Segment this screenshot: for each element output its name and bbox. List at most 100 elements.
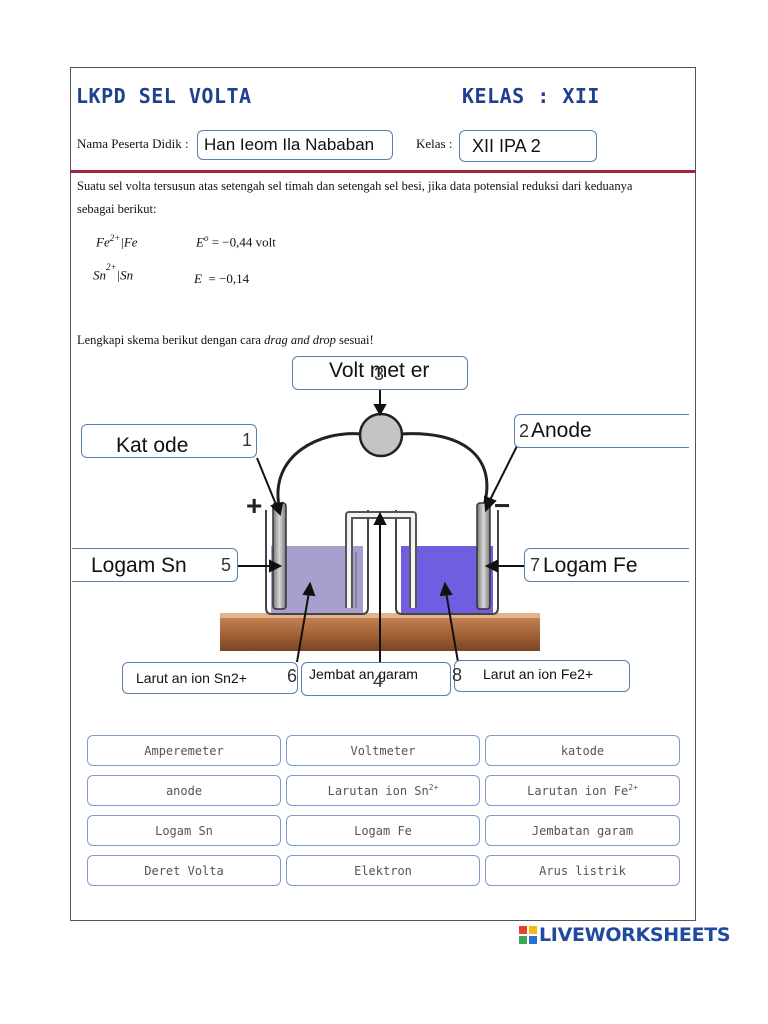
word-bank-arus-listrik[interactable]: Arus listrik	[485, 855, 680, 886]
left-wire	[276, 432, 363, 507]
arrow-jembatan-garam-head	[373, 511, 387, 525]
word-bank-label: Larutan ion Sn	[327, 783, 429, 798]
word-bank-label: Voltmeter	[350, 743, 416, 758]
equation-sn-couple: Sn2+|Sn	[93, 262, 134, 283]
drop-zone-3-number: 3	[374, 364, 385, 384]
word-bank-deret-volta[interactable]: Deret Volta	[87, 855, 281, 886]
drop-zone-6[interactable]: Larut an ion Sn2+	[122, 662, 298, 694]
drop-zone-6-value: Larut an ion Sn2+	[136, 670, 247, 686]
voltmeter-icon	[358, 412, 404, 458]
beaker-right	[395, 510, 499, 615]
arrow-anode	[489, 445, 518, 501]
drop-zone-2-number: 2	[519, 421, 530, 441]
arrow-logam-sn-head	[269, 559, 283, 573]
word-bank-label: Elektron	[354, 863, 412, 878]
drop-zone-5[interactable]: Logam Sn	[72, 548, 238, 582]
electrode-sn	[272, 502, 287, 610]
drop-zone-8-value: Larut an ion Fe2+	[483, 666, 594, 682]
electrode-fe	[476, 502, 491, 610]
fe-metal-symbol: |Fe	[120, 234, 138, 250]
word-bank-logam-sn[interactable]: Logam Sn	[87, 815, 281, 846]
word-bank-label: Amperemeter	[144, 743, 224, 758]
drop-zone-4-number: 4	[373, 671, 384, 691]
drop-zone-5-number: 5	[221, 555, 232, 575]
beaker-left	[265, 510, 369, 615]
word-bank-label: Deret Volta	[144, 863, 224, 878]
instruction-after: sesuai!	[335, 333, 374, 347]
arrow-larutan-sn-head	[302, 581, 316, 597]
word-bank-label: Arus listrik	[539, 863, 626, 878]
word-bank-voltmeter[interactable]: Voltmeter	[286, 735, 480, 766]
arrow-anode-head	[483, 495, 497, 513]
drop-zone-7-value: Logam Fe	[543, 554, 638, 577]
equation-fe-couple: Fe2+|Fe	[96, 233, 138, 250]
arrow-katode-head	[270, 501, 284, 517]
fe-ion-charge: 2+	[109, 233, 121, 243]
drop-zone-5-value: Logam Sn	[91, 554, 187, 577]
arrow-voltmeter-head	[373, 404, 387, 417]
drop-zone-3-value: Volt met er	[329, 359, 430, 382]
sn-ion-charge: 2+	[106, 262, 117, 272]
word-bank-label: Logam Fe	[354, 823, 412, 838]
fe-potential-value: = −0,44 volt	[211, 234, 276, 250]
equation-fe-potential: Eo = −0,44 volt	[196, 233, 276, 250]
drop-zone-7-number: 7	[530, 555, 541, 575]
word-bank-charge: 2+	[628, 783, 638, 792]
header-divider	[70, 170, 696, 173]
word-bank-jembatan-garam[interactable]: Jembatan garam	[485, 815, 680, 846]
drop-zone-4-value: Jembat an garam	[309, 666, 418, 682]
arrow-logam-fe-head	[484, 559, 498, 573]
liveworksheets-logo-icon	[519, 926, 537, 944]
sn-potential-symbol: E	[194, 271, 202, 286]
word-bank-label: anode	[165, 783, 203, 798]
sn-ion-symbol: Sn	[93, 267, 106, 283]
word-bank-amperemeter[interactable]: Amperemeter	[87, 735, 281, 766]
plus-sign: +	[246, 490, 263, 521]
word-bank-label: katode	[560, 743, 605, 758]
drop-zone-8-number: 8	[452, 665, 463, 685]
instruction-text: Lengkapi skema berikut dengan cara drag …	[77, 333, 374, 348]
right-wire	[399, 432, 489, 507]
drop-zone-2[interactable]: Anode	[514, 414, 689, 448]
student-name-field[interactable]: Han Ieom Ila Nababan	[197, 130, 393, 160]
sn-metal-symbol: |Sn	[116, 267, 134, 283]
word-bank-katode[interactable]: katode	[485, 735, 680, 766]
drop-zone-6-number: 6	[287, 666, 298, 686]
word-bank-elektron[interactable]: Elektron	[286, 855, 480, 886]
drop-zone-3[interactable]: Volt met er	[292, 356, 468, 390]
fe-potential-standard-mark: o	[203, 233, 209, 243]
arrow-katode	[256, 457, 278, 508]
word-bank-logam-fe[interactable]: Logam Fe	[286, 815, 480, 846]
drop-zone-1-number: 1	[242, 430, 253, 450]
arrow-larutan-fe-head	[439, 581, 453, 597]
class-field[interactable]: XII IPA 2	[459, 130, 597, 162]
drop-zone-8[interactable]: Larut an ion Fe2+	[454, 660, 630, 692]
drop-zone-1-value: Kat ode	[116, 434, 189, 457]
liveworksheets-brand-text: LIVEWORKSHEETS	[539, 924, 731, 946]
word-bank-label: Larutan ion Fe	[527, 783, 629, 798]
drop-zone-1[interactable]: Kat ode	[81, 424, 257, 458]
arrow-larutan-fe	[445, 591, 459, 663]
word-bank-anode[interactable]: anode	[87, 775, 281, 806]
equation-sn-potential: E = −0,14	[194, 271, 249, 287]
instruction-before: Lengkapi skema berikut dengan cara	[77, 333, 265, 347]
liveworksheets-logo[interactable]: LIVEWORKSHEETS	[519, 924, 731, 946]
minus-sign: −	[494, 490, 511, 521]
drop-zone-4[interactable]: Jembat an garam	[301, 662, 451, 696]
class-label: Kelas :	[416, 136, 453, 151]
arrow-larutan-sn	[296, 591, 310, 663]
instruction-emphasis: drag and drop	[264, 333, 336, 347]
word-bank-charge: 2+	[428, 783, 439, 792]
word-bank-label: Logam Sn	[155, 823, 213, 838]
drop-zone-7[interactable]: Logam Fe	[524, 548, 689, 582]
fe-ion-symbol: Fe	[96, 234, 110, 250]
student-name-label: Nama Peserta Didik :	[77, 136, 189, 151]
intro-line-1: Suatu sel volta tersusun atas setengah s…	[77, 179, 633, 193]
fe-potential-symbol: E	[196, 234, 204, 250]
sn-potential-value: = −0,14	[208, 271, 250, 286]
word-bank-label: Jembatan garam	[531, 823, 634, 838]
drop-zone-2-value: Anode	[531, 419, 592, 442]
worksheet-title: LKPD SEL VOLTA	[76, 84, 252, 108]
